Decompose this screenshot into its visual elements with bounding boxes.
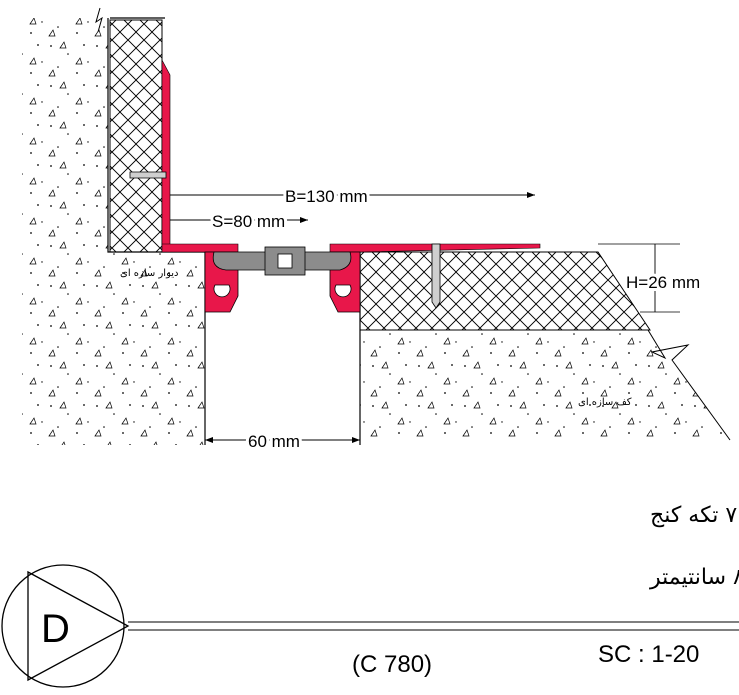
title-line-2: مناسب جهت درزگوشه با پهنای ۸ سانتیمتر — [649, 564, 739, 590]
wall-concrete — [22, 18, 205, 445]
h-dim-label: H=26 mm — [626, 273, 700, 292]
floor-anchor — [431, 243, 441, 309]
b-dim-label: B=130 mm — [285, 187, 368, 206]
title-line-1: پوشش درز ژوئن ۸ سانتیمتری ۷ تکه کنج — [650, 503, 739, 528]
s-dim-arrow — [300, 217, 308, 223]
s-dim-label: S=80 mm — [212, 212, 285, 231]
b-dim-arrow — [527, 192, 535, 198]
wall-anchor — [129, 171, 167, 179]
detail-marker-circle — [1, 564, 125, 688]
wall-break-mark — [95, 7, 103, 33]
floor-label: کف سازه ای — [578, 397, 632, 408]
wall-profile-leg — [161, 59, 171, 253]
profile-base-left — [161, 243, 239, 253]
wall-label: دیوار سازه ای — [120, 268, 178, 279]
detail-marker-triangle — [27, 570, 130, 682]
wall-screed — [109, 19, 163, 253]
detail-code: (C 780) — [352, 651, 432, 678]
scale-label: SC : 1-20 — [598, 641, 699, 668]
detail-letter: D — [41, 607, 70, 651]
gap-dim-label: 60 mm — [248, 432, 300, 451]
floor-concrete — [360, 330, 730, 440]
floor-break-line — [647, 329, 731, 441]
floor-screed — [359, 251, 651, 331]
insert-center-hole — [277, 253, 293, 269]
